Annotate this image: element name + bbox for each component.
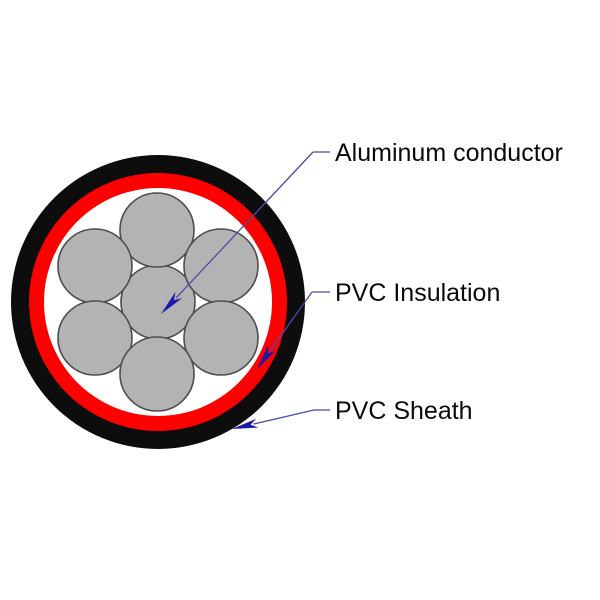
conductor-strand-lower-left: [57, 300, 133, 376]
callout-pvc-sheath: PVC Sheath: [232, 397, 473, 429]
callout-pvc-insulation: PVC Insulation: [257, 279, 500, 369]
leader-arrowhead-pvc-insulation: [257, 345, 276, 369]
conductor-strand-bottom: [119, 336, 195, 412]
conductor-strand-top: [119, 192, 195, 268]
leader-line-pvc-insulation: [269, 291, 313, 352]
leader-arrowhead-aluminum-conductor: [161, 291, 183, 314]
leader-arrowhead-pvc-sheath: [232, 418, 259, 429]
leader-line-pvc-sheath: [253, 409, 315, 425]
conductor-strand-center: [120, 264, 196, 340]
conductor-strand-upper-left: [57, 228, 133, 304]
aluminum-conductor-strand-group: [57, 192, 259, 412]
callout-label-aluminum-conductor: Aluminum conductor: [335, 139, 563, 167]
callout-aluminum-conductor: Aluminum conductor: [161, 139, 563, 314]
callout-label-pvc-sheath: PVC Sheath: [335, 397, 473, 425]
conductor-strand-upper-right: [183, 228, 259, 304]
callout-label-pvc-insulation: PVC Insulation: [335, 279, 500, 307]
conductor-strand-lower-right: [183, 300, 259, 376]
leader-line-aluminum-conductor: [175, 151, 314, 299]
